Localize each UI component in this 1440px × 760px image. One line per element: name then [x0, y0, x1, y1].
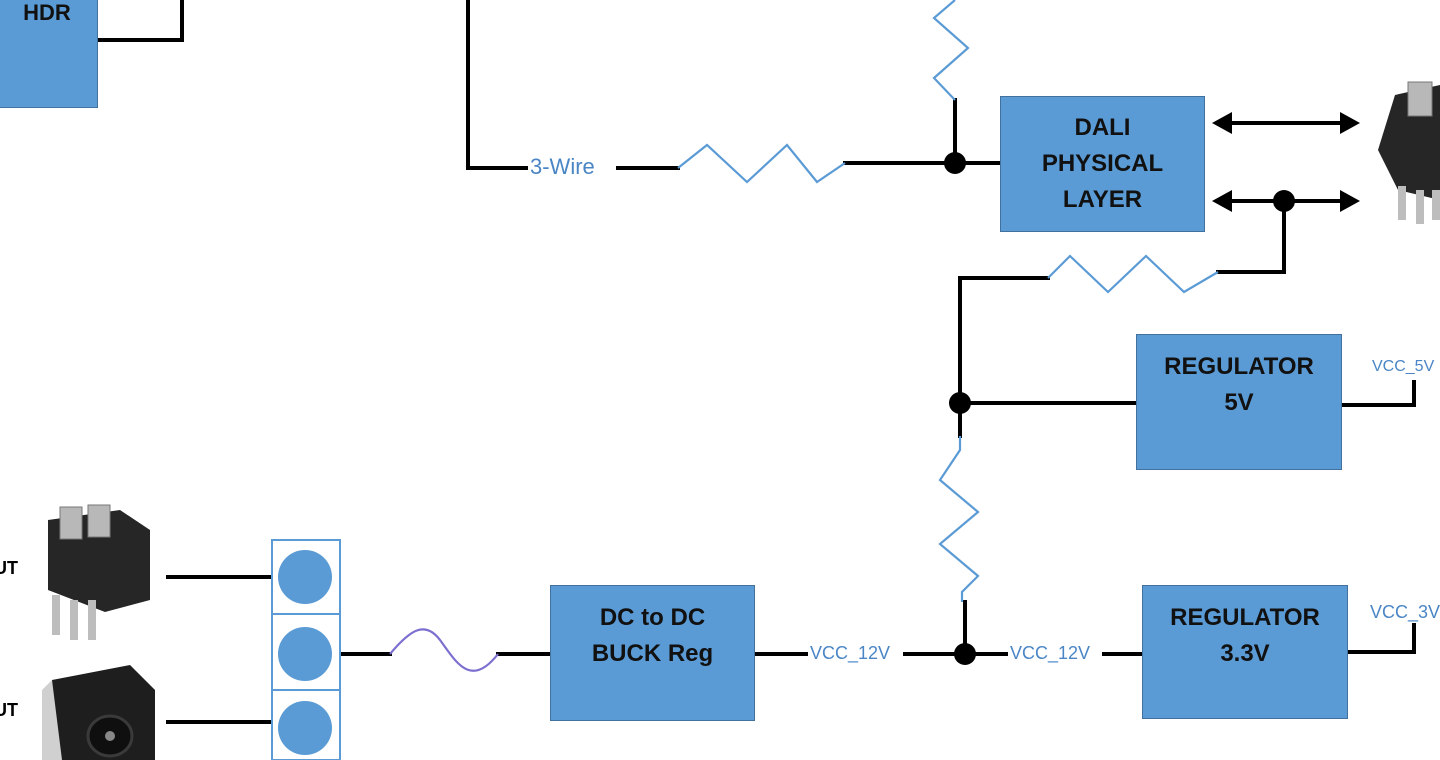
- input-connector: [271, 539, 341, 760]
- vcc-5v-label: VCC_5V: [1370, 358, 1437, 376]
- junction-bus: [1273, 190, 1295, 212]
- wire-reg33-out: [1346, 623, 1416, 654]
- arrow-top-right-head: [1340, 112, 1360, 134]
- hdr-block: HDR: [0, 0, 98, 108]
- junction-dali: [944, 152, 966, 174]
- junction-vcc12: [954, 643, 976, 665]
- three-wire-label: 3-Wire: [528, 154, 597, 180]
- regulator-5v-block: REGULATOR 5V: [1136, 334, 1342, 470]
- resistor-bus: [1047, 254, 1219, 294]
- connector-pin-2: [278, 627, 332, 681]
- jack-pin-label: UT: [0, 700, 18, 720]
- hdr-wire: [96, 0, 184, 42]
- terminal-pin-label: UT: [0, 558, 18, 578]
- resistor-3wire: [677, 143, 846, 184]
- dc-jack-icon: [42, 665, 155, 760]
- terminal-block-icon: [48, 504, 150, 640]
- wire-bus-return: [1216, 199, 1286, 274]
- vcc-3v-label: VCC_3V: [1368, 602, 1440, 623]
- regulator-3v3-block: REGULATOR 3.3V: [1142, 585, 1348, 719]
- wire-left-rail-top: [958, 276, 1050, 438]
- three-wire-line: [466, 0, 530, 170]
- dali-physical-layer-block: DALI PHYSICAL LAYER: [1000, 96, 1205, 232]
- arrow-bottom-left-head: [1212, 190, 1232, 212]
- vcc-12v-label-left: VCC_12V: [808, 643, 893, 664]
- junction-reg5: [949, 392, 971, 414]
- terminal-block-icon-right: [1378, 81, 1440, 224]
- connector-pin-3: [278, 701, 332, 755]
- resistor-top: [932, 0, 970, 101]
- arrow-top-left-head: [1212, 112, 1232, 134]
- connector-pin-1: [278, 550, 332, 604]
- buck-regulator-block: DC to DC BUCK Reg: [550, 585, 755, 721]
- wire-reg5-out: [1340, 380, 1416, 407]
- resistor-vertical: [938, 436, 980, 602]
- arrow-bottom-right-head: [1340, 190, 1360, 212]
- vcc-12v-label-right: VCC_12V: [1008, 643, 1093, 664]
- fuse: [389, 628, 499, 672]
